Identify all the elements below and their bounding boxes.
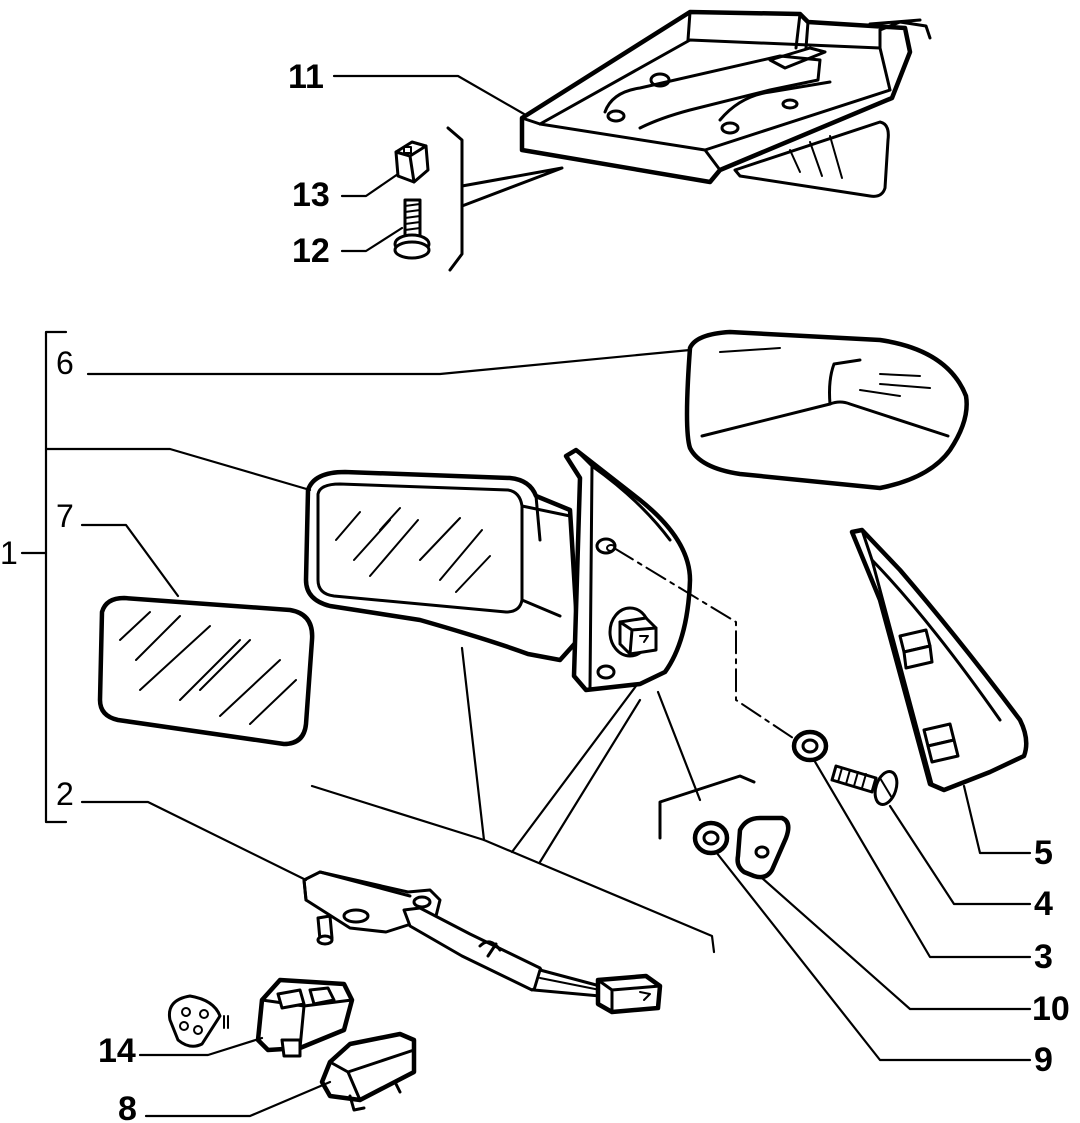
label-6: 6 <box>56 345 74 381</box>
part-4-screw[interactable] <box>830 764 901 807</box>
label-7: 7 <box>56 498 74 534</box>
part-6-mirror-cover[interactable] <box>684 329 969 491</box>
part-number-labels: 11 13 12 6 7 1 2 14 8 5 4 3 10 9 <box>0 58 1070 1123</box>
part-13-nut[interactable] <box>394 140 430 184</box>
part-3-washer[interactable] <box>791 729 829 763</box>
label-8: 8 <box>118 1090 137 1123</box>
part-10-pad[interactable] <box>735 815 791 880</box>
label-4: 4 <box>1034 885 1053 923</box>
label-3: 3 <box>1034 938 1053 976</box>
part-9-washer[interactable] <box>692 820 730 856</box>
part-8-switch-cover[interactable] <box>319 1031 417 1112</box>
part-7-mirror-glass[interactable] <box>97 595 315 747</box>
label-10: 10 <box>1032 990 1070 1028</box>
label-2: 2 <box>56 776 74 812</box>
label-12: 12 <box>292 232 330 270</box>
part-5-trim-cover[interactable] <box>849 527 1029 793</box>
label-5: 5 <box>1034 834 1053 872</box>
part-11-mounting-base[interactable] <box>519 9 932 198</box>
leader-lines <box>20 74 1032 1118</box>
part-1-mirror-housing[interactable] <box>303 447 693 693</box>
label-13: 13 <box>292 176 330 214</box>
label-11: 11 <box>288 58 324 96</box>
label-9: 9 <box>1034 1041 1053 1079</box>
label-1: 1 <box>0 535 18 571</box>
part-12-screw[interactable] <box>393 198 431 260</box>
part-14-switch[interactable] <box>167 977 355 1058</box>
part-2-motor-cable[interactable] <box>302 870 663 1015</box>
label-14: 14 <box>98 1032 136 1070</box>
